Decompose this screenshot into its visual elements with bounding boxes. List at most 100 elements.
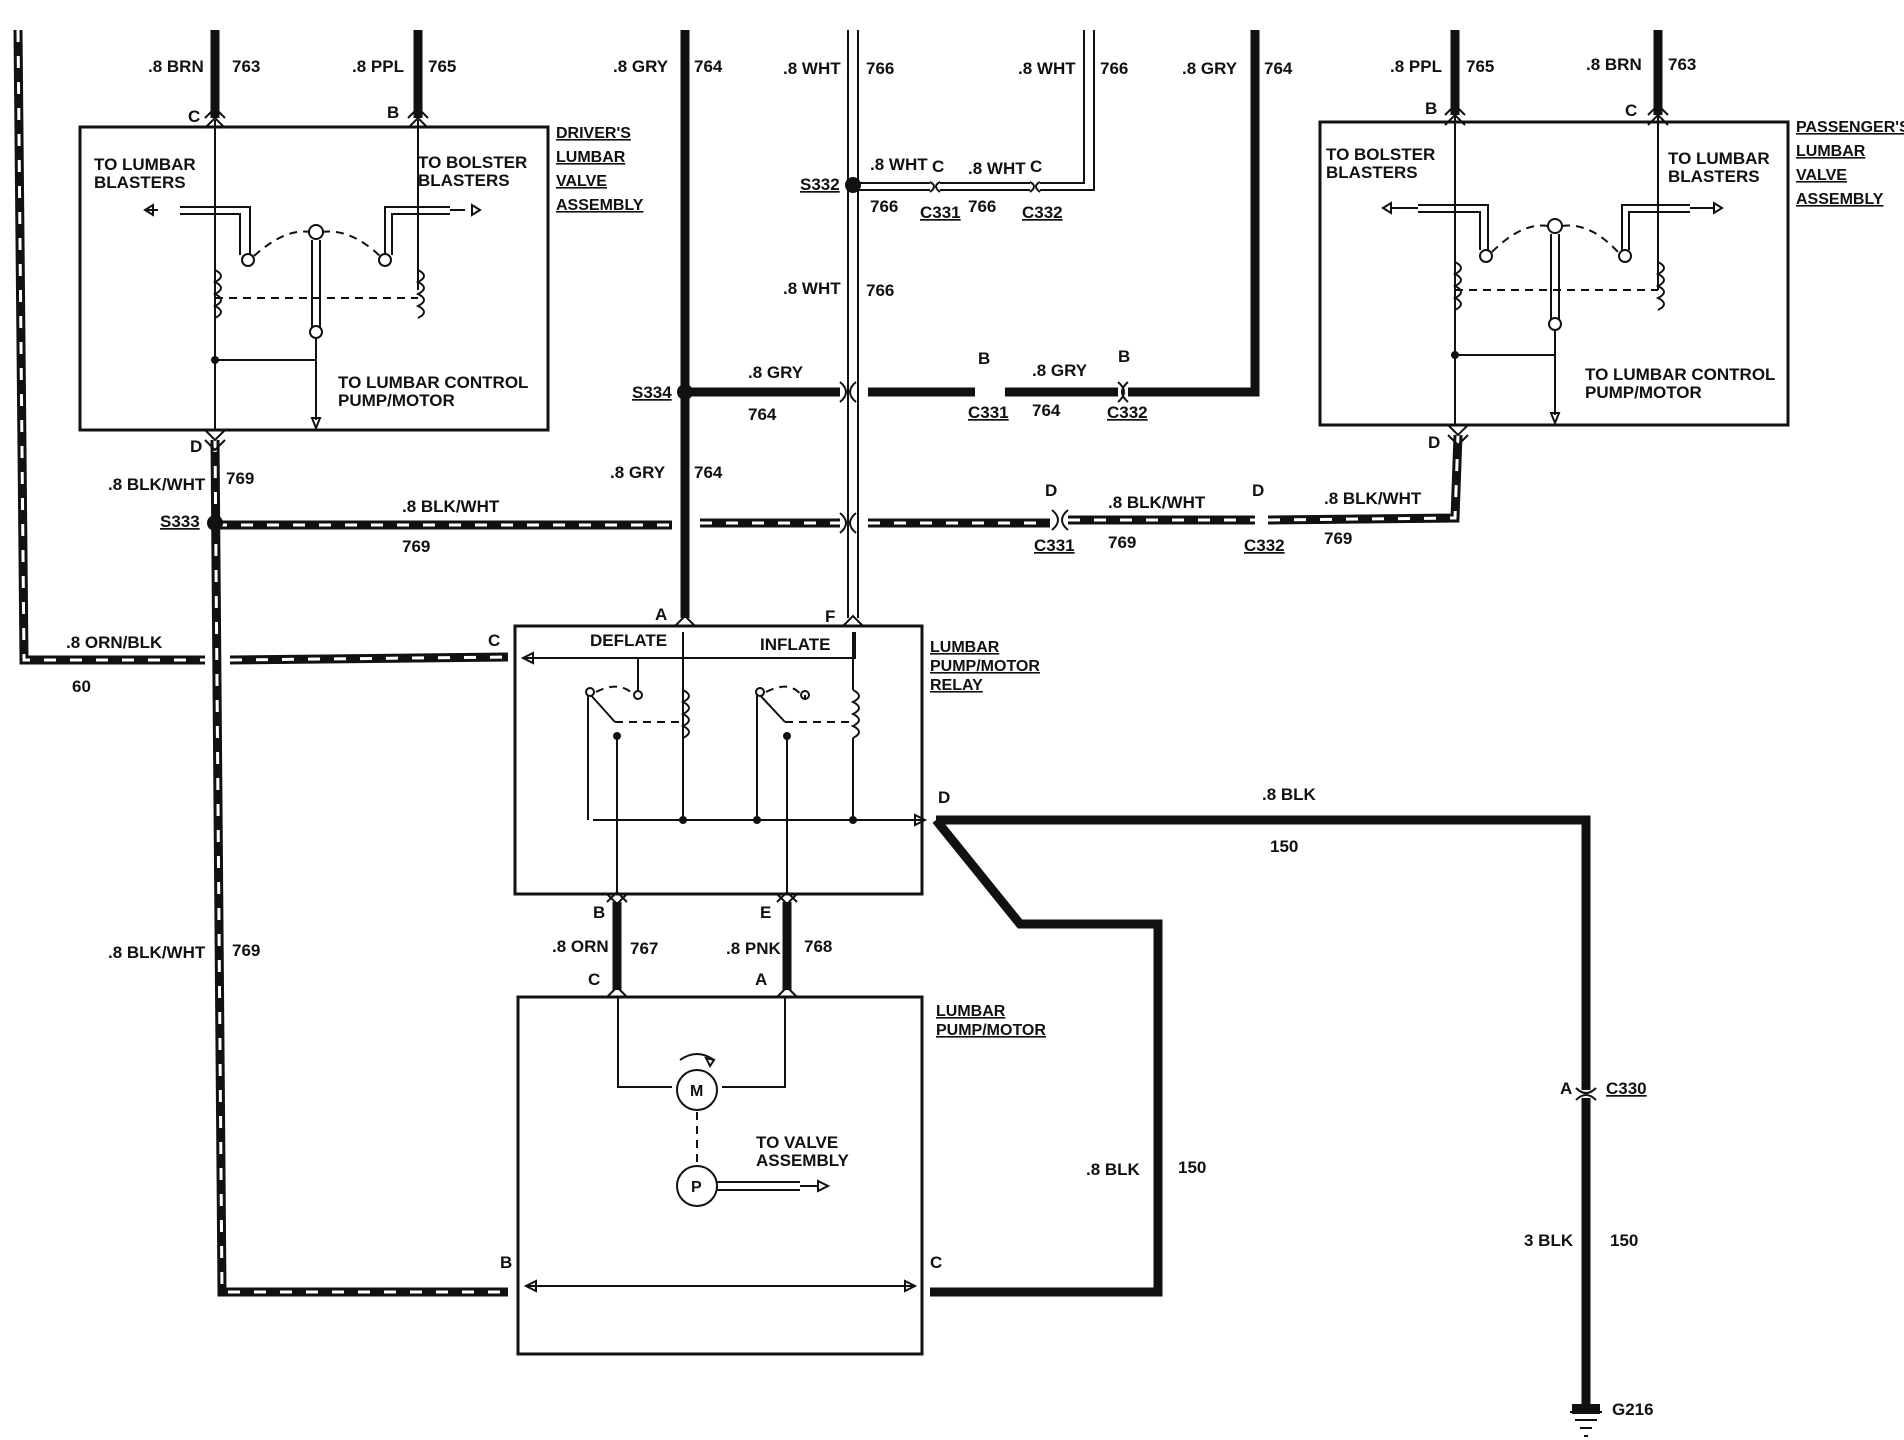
passenger-valve-pin-b: B bbox=[1425, 99, 1437, 118]
connector-markers bbox=[204, 103, 1669, 1101]
driver-valve-title-2: LUMBAR bbox=[556, 149, 626, 166]
wire-764-c331-gauge: .8 GRY bbox=[1032, 361, 1088, 380]
driver-valve-left-text-2: BLASTERS bbox=[94, 173, 186, 192]
passenger-valve-bottom-text-1: TO LUMBAR CONTROL bbox=[1585, 365, 1775, 384]
wire-764-lower-circuit: 764 bbox=[694, 463, 723, 482]
connector-c331-low-pin: D bbox=[1045, 481, 1057, 500]
wire-766-s332-circuit: 766 bbox=[870, 197, 898, 216]
relay-deflate-label: DEFLATE bbox=[590, 631, 667, 650]
wire-763-right-gauge: .8 BRN bbox=[1586, 55, 1642, 74]
wire-769-pass-circuit: 769 bbox=[1324, 529, 1352, 548]
wire-labels: .8 BRN 763 .8 PPL 765 .8 GRY 764 .8 WHT … bbox=[66, 55, 1696, 1250]
connector-c331-low: C331 bbox=[1034, 536, 1075, 555]
wire-766-mid-circuit: 766 bbox=[866, 281, 894, 300]
wire-763-left-circuit: 763 bbox=[232, 57, 260, 76]
wire-769-c331-circuit: 769 bbox=[1108, 533, 1136, 552]
passenger-valve-left-text-2: BLASTERS bbox=[1326, 163, 1418, 182]
wire-765-right-circuit: 765 bbox=[1466, 57, 1494, 76]
driver-valve-left-text-1: TO LUMBAR bbox=[94, 155, 196, 174]
passenger-valve-pin-c: C bbox=[1625, 101, 1637, 120]
connector-c331-top-pin: C bbox=[932, 157, 944, 176]
pump-motor-title-1: LUMBAR bbox=[936, 1003, 1006, 1020]
splice-dots bbox=[207, 177, 861, 531]
wire-765-right-gauge: .8 PPL bbox=[1390, 57, 1442, 76]
wire-767-circuit: 767 bbox=[630, 939, 658, 958]
relay-title-1: LUMBAR bbox=[930, 639, 1000, 656]
passenger-valve-title-1: PASSENGER'S bbox=[1796, 119, 1904, 136]
relay-pin-f: F bbox=[825, 607, 835, 626]
pump-valve-text-1: TO VALVE bbox=[756, 1133, 838, 1152]
wire-764-right-gauge: .8 GRY bbox=[1182, 59, 1238, 78]
wire-769-d-gauge: .8 BLK/WHT bbox=[108, 475, 206, 494]
passenger-valve-assembly: TO BOLSTER BLASTERS TO LUMBAR BLASTERS T… bbox=[1318, 99, 1904, 452]
wire-764-right-circuit: 764 bbox=[1264, 59, 1293, 78]
passenger-valve-pin-d: D bbox=[1428, 433, 1440, 452]
wire-766-top-circuit: 766 bbox=[866, 59, 894, 78]
wire-769-down-circuit: 769 bbox=[232, 941, 260, 960]
pump-motor-title-2: PUMP/MOTOR bbox=[936, 1022, 1046, 1039]
passenger-valve-title-4: ASSEMBLY bbox=[1796, 191, 1884, 208]
relay-pin-e: E bbox=[760, 903, 771, 922]
splice-s334-label: S334 bbox=[632, 383, 672, 402]
connector-c331-mid-pin: B bbox=[978, 349, 990, 368]
wire-768-gauge: .8 PNK bbox=[726, 939, 782, 958]
connector-c331-top: C331 bbox=[920, 203, 961, 222]
pump-pin-c: C bbox=[588, 970, 600, 989]
pump-pin-a: A bbox=[755, 970, 767, 989]
wire-768-circuit: 768 bbox=[804, 937, 832, 956]
splice-s333-label: S333 bbox=[160, 512, 200, 531]
passenger-valve-right-text-1: TO LUMBAR bbox=[1668, 149, 1770, 168]
motor-symbol-label: M bbox=[690, 1083, 703, 1100]
wire-150-top-circuit: 150 bbox=[1270, 837, 1298, 856]
pump-motor: M P TO VALVE ASSEMBLY LUMBAR PUMP/MOTOR … bbox=[500, 970, 1046, 1356]
wire-764-s334-circuit: 764 bbox=[748, 405, 777, 424]
passenger-valve-right-text-2: BLASTERS bbox=[1668, 167, 1760, 186]
wire-763-left-gauge: .8 BRN bbox=[148, 57, 204, 76]
wire-769-s333-circuit: 769 bbox=[402, 537, 430, 556]
wire-769-c331-gauge: .8 BLK/WHT bbox=[1108, 493, 1206, 512]
wire-765-left-circuit: 765 bbox=[428, 57, 456, 76]
relay-pin-c: C bbox=[488, 631, 500, 650]
driver-valve-right-text-2: BLASTERS bbox=[418, 171, 510, 190]
driver-valve-pin-d: D bbox=[190, 437, 202, 456]
wire-764-top-gauge: .8 GRY bbox=[613, 57, 669, 76]
connector-c331-mid: C331 bbox=[968, 403, 1009, 422]
connector-c330-pin: A bbox=[1560, 1079, 1572, 1098]
wire-766-c331-gauge: .8 WHT bbox=[968, 159, 1026, 178]
driver-valve-bottom-text-2: PUMP/MOTOR bbox=[338, 391, 455, 410]
driver-valve-pin-c: C bbox=[188, 107, 200, 126]
wire-766-mid-gauge: .8 WHT bbox=[783, 279, 841, 298]
wire-150-down-circuit: 150 bbox=[1178, 1158, 1206, 1177]
wire-763-right-circuit: 763 bbox=[1668, 55, 1696, 74]
connector-c332-mid-pin: B bbox=[1118, 347, 1130, 366]
wire-150-ground-gauge: 3 BLK bbox=[1524, 1231, 1574, 1250]
wire-766-top-gauge: .8 WHT bbox=[783, 59, 841, 78]
ground-g216-symbol bbox=[1570, 1404, 1602, 1437]
relay-pin-b: B bbox=[593, 903, 605, 922]
relay-inflate-label: INFLATE bbox=[760, 635, 831, 654]
driver-valve-bottom-text-1: TO LUMBAR CONTROL bbox=[338, 373, 528, 392]
wire-769-pass-gauge: .8 BLK/WHT bbox=[1324, 489, 1422, 508]
pump-pin-b: B bbox=[500, 1253, 512, 1272]
connector-c332-low-pin: D bbox=[1252, 481, 1264, 500]
driver-valve-right-text-1: TO BOLSTER bbox=[418, 153, 527, 172]
wire-paths bbox=[13, 29, 1663, 1412]
wire-767-gauge: .8 ORN bbox=[552, 937, 609, 956]
wire-60-gauge: .8 ORN/BLK bbox=[66, 633, 163, 652]
connector-c330-label: C330 bbox=[1606, 1079, 1647, 1098]
pump-motor-relay: DEFLATE INFLATE LUMBAR PUMP/MOTOR RELAY … bbox=[488, 605, 1040, 922]
wire-764-lower-gauge: .8 GRY bbox=[610, 463, 666, 482]
wire-764-c331-circuit: 764 bbox=[1032, 401, 1061, 420]
connector-c332-top: C332 bbox=[1022, 203, 1063, 222]
wire-150-ground-circuit: 150 bbox=[1610, 1231, 1638, 1250]
wire-766-right-circuit: 766 bbox=[1100, 59, 1128, 78]
wire-769-down-gauge: .8 BLK/WHT bbox=[108, 943, 206, 962]
driver-valve-title-3: VALVE bbox=[556, 173, 607, 190]
wire-766-s332-gauge: .8 WHT bbox=[870, 155, 928, 174]
wire-764-s334-gauge: .8 GRY bbox=[748, 363, 804, 382]
splice-s332-label: S332 bbox=[800, 175, 840, 194]
connector-c332-mid: C332 bbox=[1107, 403, 1148, 422]
driver-valve-title-4: ASSEMBLY bbox=[556, 197, 644, 214]
wire-769-d-circuit: 769 bbox=[226, 469, 254, 488]
